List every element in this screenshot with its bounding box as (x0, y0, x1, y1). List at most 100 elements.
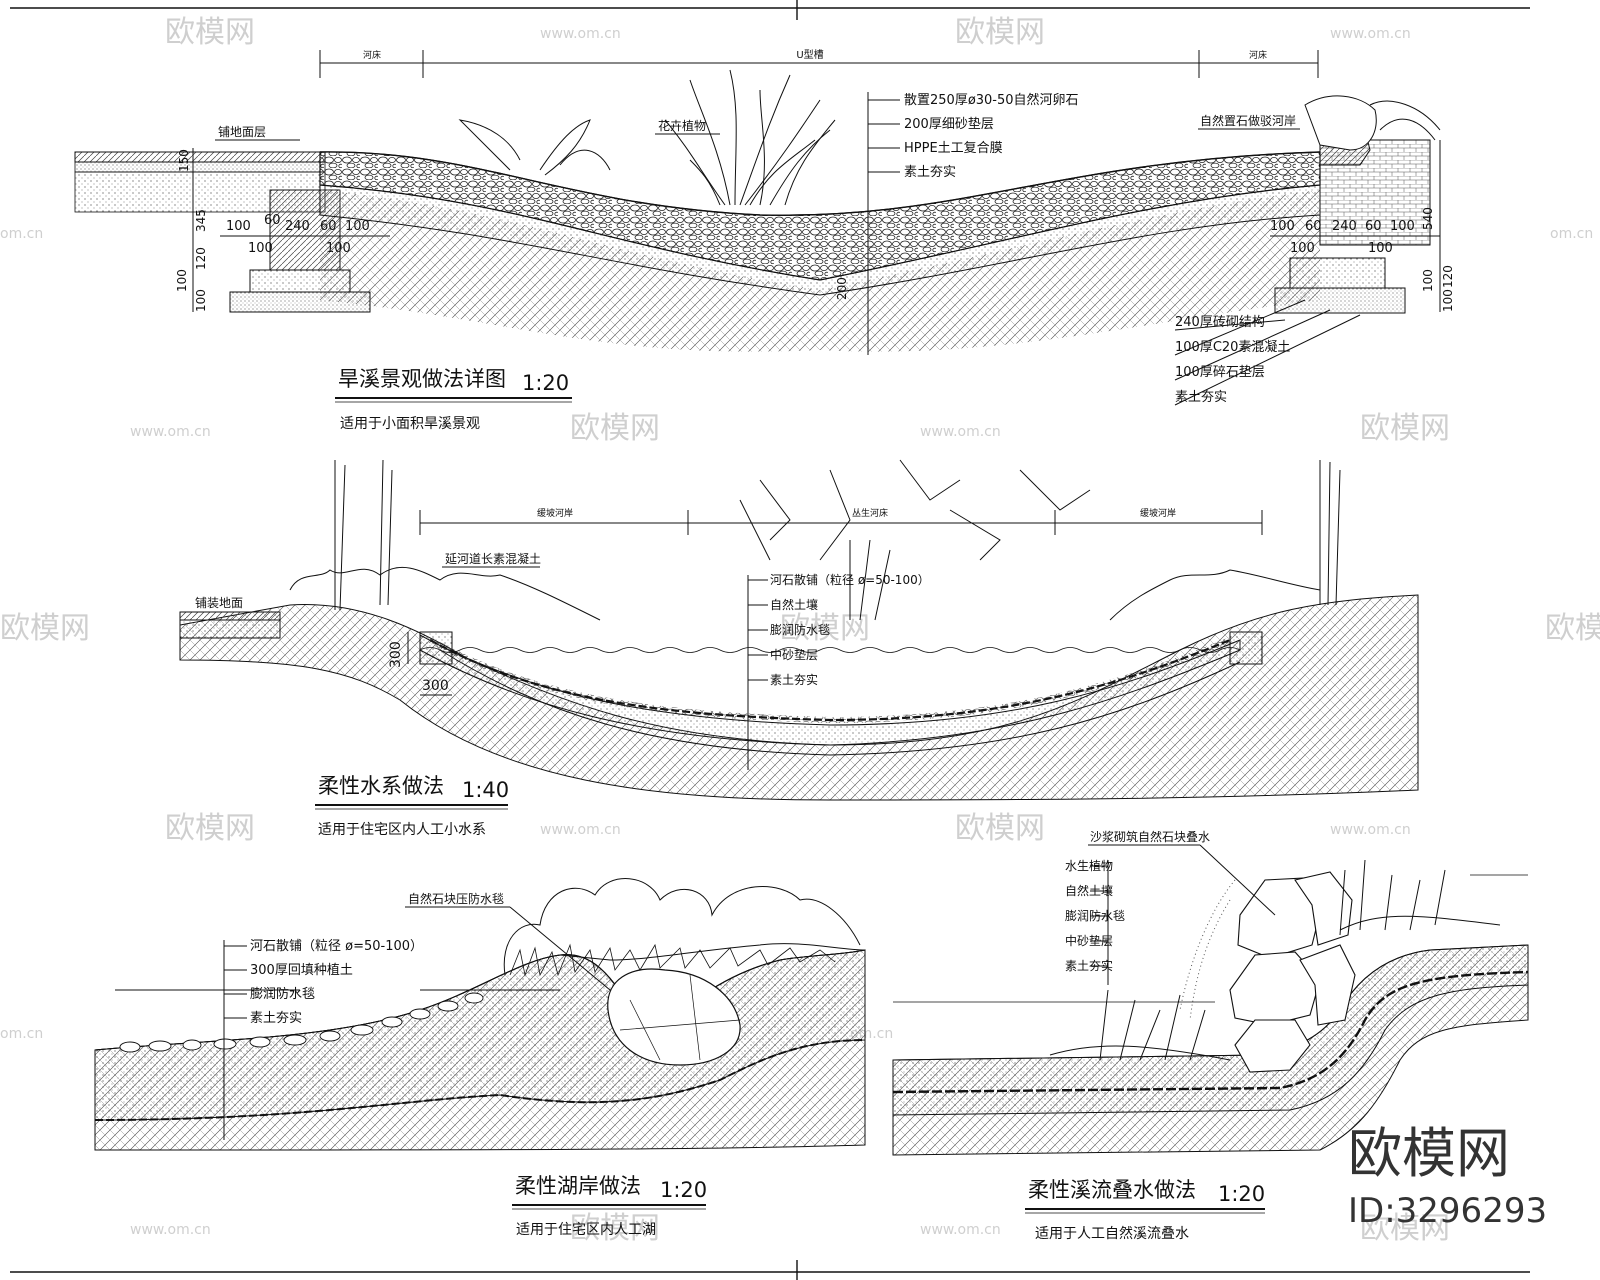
dim-rh100c: 100 (1290, 241, 1315, 256)
callout-br-sand: 中砂垫层 (1065, 933, 1113, 948)
callout-mid-stones: 河石散铺（粒径 ø=50-100） (770, 572, 930, 587)
paving-mid-label: 铺装地面 (195, 596, 243, 610)
dim-mid-label: U型槽 (796, 48, 823, 61)
brand-logo: 欧模网 (1348, 1122, 1510, 1185)
dim-h100c: 100 (248, 241, 273, 256)
dim-rh100d: 100 (1368, 241, 1393, 256)
dim-h300: 300 (422, 678, 449, 694)
watermark-side: om.cn (0, 226, 43, 242)
watermark-brand: 欧模网 (165, 15, 255, 50)
watermark-brand: 欧模网 (570, 1211, 660, 1246)
watermark-brand: 欧模网 (0, 611, 90, 646)
subtitle-bottom-left: 适用于住宅区内人工湖 (516, 1222, 656, 1238)
dim-mid-center: 丛生河床 (852, 507, 888, 519)
dim-345: 345 (194, 209, 208, 232)
callout-sand-layer: 200厚细砂垫层 (904, 116, 994, 132)
watermark-url: www.om.cn (130, 424, 211, 440)
edge-label: 延河道长素混凝土 (445, 551, 541, 566)
callout-pebble-layer: 散置250厚ø30-50自然河卵石 (904, 92, 1079, 108)
dim-100b: 100 (194, 289, 208, 312)
title-bottom-left: 柔性湖岸做法 (515, 1174, 641, 1198)
dim-rh60: 60 (1305, 219, 1322, 234)
watermark-url: www.om.cn (920, 424, 1001, 440)
callout-br-soil: 自然土壤 (1065, 883, 1113, 898)
callout-gravel: 100厚碎石垫层 (1175, 364, 1265, 380)
subtitle-top: 适用于小面积旱溪景观 (340, 416, 480, 432)
dim-rh60b: 60 (1365, 219, 1382, 234)
callout-bl-blanket: 膨润防水毯 (250, 986, 315, 1002)
paving-label: 铺地面层 (218, 125, 266, 139)
dim-h240: 240 (285, 219, 310, 234)
stone-label: 自然石块压防水毯 (408, 891, 504, 906)
watermark-brand: 欧模网 (955, 15, 1045, 50)
subtitle-bottom-right: 适用于人工自然溪流叠水 (1035, 1225, 1189, 1242)
callout-bl-compacted: 素土夯实 (250, 1011, 302, 1026)
title-bottom-right: 柔性溪流叠水做法 (1028, 1178, 1196, 1202)
dim-rn120: 120 (1441, 265, 1455, 288)
callout-bl-topsoil: 300厚回填种植土 (250, 963, 353, 978)
dim-rn100: 100 (1421, 269, 1435, 292)
watermark-url: www.om.cn (920, 1222, 1001, 1238)
top-detail: 河床 U型槽 河床 铺地面层 150 345 120 100 100 100 6… (74, 48, 1455, 432)
callout-mid-blanket: 膨润防水毯 (770, 622, 830, 637)
watermark-brand: 欧模网 (570, 411, 660, 446)
callout-compacted-soil: 素土夯实 (904, 165, 956, 180)
dim-mid-right: 缓坡河岸 (1140, 507, 1176, 519)
plants-label: 花卉植物 (658, 118, 706, 133)
bottom-left-detail: 自然石块压防水毯 河石散铺（粒径 ø=50-100） 300厚回填种植土 膨润防… (94, 878, 866, 1238)
callout-mid-sand: 中砂垫层 (770, 647, 818, 662)
dim-mid-left: 缓坡河岸 (537, 507, 573, 519)
callout-br-compacted: 素土夯实 (1065, 958, 1113, 973)
watermark-url: www.om.cn (130, 1222, 211, 1238)
dim-h60: 60 (264, 213, 281, 228)
watermark-url: www.om.cn (1330, 822, 1411, 838)
scale-top: 1:20 (522, 371, 569, 395)
scale-bottom-right: 1:20 (1218, 1182, 1265, 1206)
watermarks: 欧模网 www.om.cn 欧模网 www.om.cn om.cn om.cn … (0, 15, 1600, 1246)
brand-id: ID:3296293 (1348, 1191, 1547, 1231)
watermark-url: www.om.cn (1330, 26, 1411, 42)
callout-mid-compacted: 素土夯实 (770, 672, 818, 687)
dim-rn100b: 100 (1441, 289, 1455, 312)
scale-bottom-left: 1:20 (660, 1178, 707, 1202)
watermark-brand: 欧模网 (955, 811, 1045, 846)
dim-rh100b: 100 (1390, 219, 1415, 234)
dim-rh240: 240 (1332, 219, 1357, 234)
callout-br-plants: 水生植物 (1065, 858, 1113, 873)
watermark-brand: 欧模网 (1545, 611, 1600, 646)
callout-brick: 240厚砖砌结构 (1175, 315, 1265, 330)
callout-mid-soil: 自然土壤 (770, 597, 818, 612)
watermark-brand: 欧模网 (1360, 1211, 1450, 1246)
dim-rn540: 540 (1421, 207, 1435, 230)
bottom-right-detail: 沙浆砌筑自然石块叠水 水生植物 自然土壤 膨润防水毯 中砂垫层 素土夯实 柔性溪… (892, 829, 1529, 1242)
callout-membrane: HPPE土工复合膜 (904, 141, 1003, 156)
dim-h100: 100 (226, 219, 251, 234)
dim-left-label: 河床 (363, 49, 381, 61)
dim-rh100: 100 (1270, 219, 1295, 234)
watermark-side: om.cn (1550, 226, 1593, 242)
middle-detail: 缓坡河岸 丛生河床 缓坡河岸 铺装地面 延河道长素混凝土 300 300 (179, 459, 1419, 838)
title-middle: 柔性水系做法 (318, 774, 444, 798)
dim-right-label: 河床 (1249, 49, 1267, 61)
watermark-brand: 欧模网 (1360, 411, 1450, 446)
dim-v300: 300 (388, 641, 404, 668)
callout-bl-stones: 河石散铺（粒径 ø=50-100） (250, 939, 423, 954)
dim-150: 150 (177, 149, 191, 172)
watermark-brand: 欧模网 (780, 611, 870, 646)
callout-concrete: 100厚C20素混凝土 (1175, 339, 1290, 355)
subtitle-middle: 适用于住宅区内人工小水系 (318, 822, 486, 838)
callout-soil-right: 素土夯实 (1175, 390, 1227, 405)
title-top: 旱溪景观做法详图 (338, 367, 506, 391)
scale-middle: 1:40 (462, 778, 509, 802)
dim-v200: 200 (835, 277, 849, 300)
watermark-url: www.om.cn (540, 26, 621, 42)
dim-120: 120 (194, 247, 208, 270)
watermark-brand: 欧模网 (165, 811, 255, 846)
watermark-url: www.om.cn (540, 822, 621, 838)
dim-100a: 100 (175, 269, 189, 292)
cascade-label: 沙浆砌筑自然石块叠水 (1090, 829, 1210, 844)
rock-bank-label: 自然置石做驳河岸 (1200, 113, 1296, 128)
callout-br-blanket: 膨润防水毯 (1065, 908, 1125, 923)
